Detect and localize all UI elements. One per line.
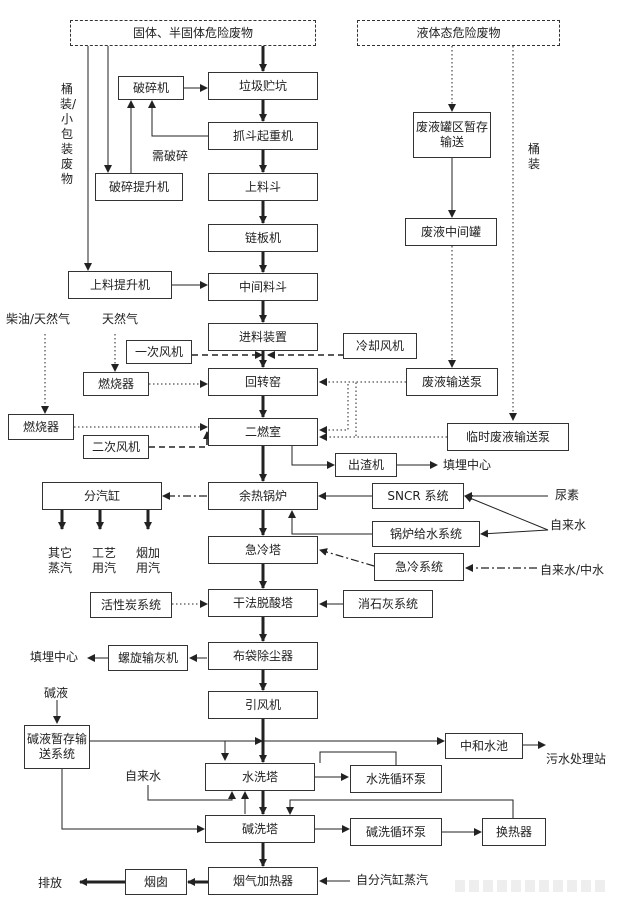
connector-line-46: [480, 529, 549, 538]
screw-conveyor-box: 螺旋输灰机: [108, 645, 188, 671]
primary-fan-box: 一次风机: [126, 340, 192, 364]
water-scrubber-box: 水洗塔: [205, 763, 315, 791]
natural-gas-label: 天然气: [102, 312, 139, 326]
cooling-fan-box: 冷却风机: [343, 333, 417, 359]
mid-hopper-box: 中间料斗: [208, 273, 318, 301]
waste-pump-box: 废液输送泵: [406, 368, 498, 396]
tap-water-1-label: 自来水: [550, 518, 587, 532]
crusher-box: 破碎机: [118, 76, 184, 100]
connector-line-68: [286, 799, 514, 818]
chimney-box: 烟囱: [125, 869, 187, 895]
connector-line-63: [147, 785, 236, 801]
source-liquid-box: 液体态危险废物: [357, 20, 560, 46]
emission-label: 排放: [38, 876, 63, 890]
barrel-label: 桶装: [527, 142, 540, 171]
feeder-box: 进料装置: [208, 323, 318, 351]
tank-area-box: 废液罐区暂存输送: [413, 112, 491, 158]
lime-system-box: 消石灰系统: [343, 590, 433, 618]
alkali-scrubber-box: 碱洗塔: [205, 815, 315, 843]
burner-1-box: 燃烧器: [83, 372, 149, 396]
crusher-hoist-box: 破碎提升机: [95, 173, 183, 201]
barrel-small-label: 桶装/小包装废物: [60, 82, 77, 186]
quench-system-box: 急冷系统: [374, 553, 464, 581]
source-solid-box: 固体、半固体危险废物: [70, 20, 316, 46]
pit-box: 垃圾贮坑: [208, 72, 318, 100]
process-steam-label: 工艺用汽: [92, 546, 117, 575]
tap-water-2-label: 自来水: [125, 769, 162, 783]
steam-header-box: 分汽缸: [42, 482, 162, 510]
diesel-gas-label: 柴油/天然气: [6, 312, 71, 326]
heat-exchanger-box: 换热器: [482, 818, 546, 846]
slag-remover-box: 出渣机: [335, 453, 397, 477]
id-fan-box: 引风机: [208, 691, 318, 719]
grab-crane-box: 抓斗起重机: [208, 122, 318, 150]
mid-tank-box: 废液中间罐: [405, 218, 497, 246]
flue-heater-box: 烟气加热器: [208, 867, 318, 895]
boiler-box: 余热锅炉: [208, 482, 318, 510]
water-pump-box: 水洗循环泵: [350, 765, 442, 793]
watermark: [455, 880, 605, 892]
connector-line-30: [319, 381, 406, 434]
secondary-fan-box: 二次风机: [83, 435, 149, 459]
connector-line-23: [148, 100, 210, 137]
second-chamber-box: 二燃室: [208, 418, 318, 446]
connector-line-39: [149, 431, 211, 448]
temp-pump-box: 临时废液输送泵: [447, 423, 569, 451]
connector-line-51: [319, 548, 375, 567]
kiln-box: 回转窑: [208, 368, 318, 396]
carbon-system-box: 活性炭系统: [90, 592, 172, 618]
neutral-pool-box: 中和水池: [445, 733, 523, 759]
connector-line-32: [319, 378, 447, 438]
boiler-feed-box: 锅炉给水系统: [372, 521, 480, 547]
dry-deacid-box: 干法脱酸塔: [208, 589, 318, 617]
need-crush-label: 需破碎: [152, 149, 189, 163]
urea-label: 尿素: [555, 488, 580, 502]
sncr-box: SNCR 系统: [372, 483, 464, 509]
landfill-1-label: 填埋中心: [443, 458, 492, 472]
burner-2-box: 燃烧器: [8, 414, 74, 440]
alkali-storage-box: 碱液暂存输送系统: [24, 725, 90, 769]
feed-hopper-box: 上料斗: [208, 173, 318, 201]
tap-reclaimed-label: 自来水/中水: [540, 563, 605, 577]
alkali-label: 碱液: [44, 686, 69, 700]
other-steam-label: 其它蒸汽: [48, 546, 73, 575]
loading-hoist-box: 上料提升机: [68, 271, 172, 299]
baghouse-box: 布袋除尘器: [208, 642, 318, 670]
quench-tower-box: 急冷塔: [208, 536, 318, 564]
sewage-plant-label: 污水处理站: [546, 752, 607, 766]
connector-line-45: [464, 494, 549, 531]
alkali-pump-box: 碱洗循环泵: [350, 818, 442, 846]
connector-line-40: [291, 446, 335, 469]
connector-line-47: [288, 510, 372, 535]
connector-line-62: [61, 769, 205, 833]
humidify-steam-label: 烟加用汽: [136, 546, 161, 575]
self-steam-label: 自分汽缸蒸汽: [356, 873, 429, 887]
landfill-2-label: 填埋中心: [30, 650, 79, 664]
connector-line-69: [319, 751, 397, 765]
chain-conveyor-box: 链板机: [208, 224, 318, 252]
